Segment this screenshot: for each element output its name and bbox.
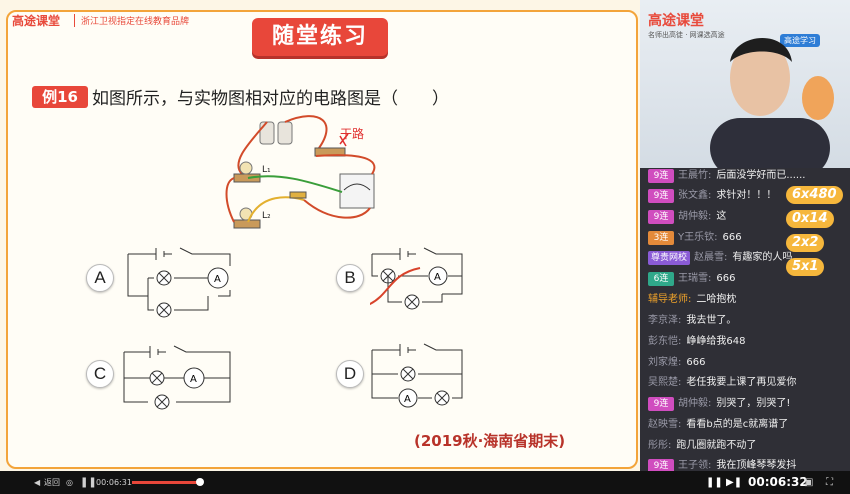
volume-icon[interactable]: ◎: [66, 478, 73, 487]
lesson-slide: 高途课堂 浙江卫视指定在线教育品牌 随堂练习 例16 如图所示，与实物图相对应的…: [0, 0, 640, 471]
chat-text: 我去世了。: [686, 315, 737, 326]
back-icon[interactable]: ◀: [34, 478, 41, 487]
physical-l2-label: L₂: [262, 211, 271, 221]
chat-text: 跑几圈就跑不动了: [676, 440, 757, 451]
option-b-marker[interactable]: B: [336, 264, 364, 292]
chat-message: 吴熙楚: 老任我要上课了再见爱你: [648, 375, 796, 391]
chat-user: 刘家煌:: [648, 357, 682, 368]
circuit-b: A: [370, 247, 463, 310]
chat-user: 张文鑫:: [678, 190, 712, 201]
brand-logo: 高途课堂: [12, 14, 61, 28]
level-badge: 3连: [648, 231, 674, 245]
chat-text: 老任我要上课了再见爱你: [686, 377, 797, 388]
chat-user: 彭东恺:: [648, 336, 682, 347]
level-badge: 9连: [648, 210, 674, 224]
chat-user: 王晨竹:: [678, 170, 712, 181]
chat-user: 辅导老师:: [648, 294, 692, 305]
video-brand-subtitle: 名师出高徒 · 网课选高途: [648, 31, 725, 39]
chat-text: 求针对！！！: [716, 190, 777, 201]
current-time: 00:06:31: [96, 478, 132, 487]
chat-message: 刘家煌: 666: [648, 355, 705, 371]
chat-text: 别哭了，别哭了!: [716, 398, 791, 409]
brand-subtitle: 浙江卫视指定在线教育品牌: [74, 14, 189, 27]
combo-badge: 0x14: [786, 210, 834, 228]
question-text: 如图所示，与实物图相对应的电路图是（ ）: [92, 89, 449, 109]
chat-user: 彤彤:: [648, 440, 672, 451]
chat-user: 赵映雪:: [648, 419, 682, 430]
chat-text: 二哈抱枕: [696, 294, 737, 305]
combo-badge: 6x480: [786, 186, 843, 204]
live-sidebar: 高途课堂 名师出高徒 · 网课选高途 高途学习 9连王晨竹:后面没学好而已...…: [640, 0, 850, 474]
combo-badge: 2x2: [786, 234, 825, 252]
chat-user: Y王乐钦:: [678, 232, 718, 243]
combo-badge: 5x1: [786, 258, 825, 276]
option-c-marker[interactable]: C: [86, 360, 114, 388]
example-tag: 例16: [32, 86, 88, 108]
level-badge: 9连: [648, 459, 674, 473]
slide-frame: [6, 10, 638, 469]
chat-message: 彭东恺: 峥峥给我648: [648, 334, 745, 350]
chat-message: 9连王晨竹: 后面没学好而已......: [648, 168, 805, 184]
chat-text: 我在顶峰琴琴发抖: [716, 460, 797, 471]
level-badge: 9连: [648, 397, 674, 411]
chat-user: 李京泽:: [648, 315, 682, 326]
chat-message: 赵映雪: 看看b点的是c就离谱了: [648, 417, 788, 433]
chat-text: 这: [716, 211, 727, 222]
chat-text: 666: [722, 232, 742, 243]
option-d-marker[interactable]: D: [336, 360, 364, 388]
chat-user: 胡仲毅:: [678, 398, 712, 409]
chat-user: 吴熙楚:: [648, 377, 682, 388]
fullscreen-icon[interactable]: ⛶: [826, 477, 833, 488]
chat-text: 有趣家的人吗: [732, 252, 793, 263]
slide-title: 随堂练习: [252, 18, 388, 56]
chat-text: 666: [686, 357, 706, 368]
chat-user: 王子领:: [678, 460, 712, 471]
chat-message: 9连胡仲毅: 别哭了，别哭了!: [648, 396, 790, 412]
circuit-a: A: [127, 247, 231, 318]
chat-message: 6连王瑞雪: 666: [648, 271, 735, 287]
progress-handle[interactable]: [196, 478, 204, 486]
chat-text: 666: [716, 273, 736, 284]
back-button[interactable]: 返回: [44, 478, 60, 487]
question-source: (2019秋·海南省期末): [414, 432, 566, 450]
level-badge: 6连: [648, 272, 674, 286]
chat-text: 看看b点的是c就离谱了: [686, 419, 789, 430]
option-a-marker[interactable]: A: [86, 264, 114, 292]
pause-icon[interactable]: ❚❚: [80, 477, 97, 488]
chat-message: 9连胡仲毅: 这: [648, 209, 726, 225]
circuit-c: A: [123, 345, 231, 410]
chat-message: 9连王子领: 我在顶峰琴琴发抖: [648, 458, 796, 474]
level-badge: 9连: [648, 169, 674, 183]
chat-user: 王瑞雪:: [678, 273, 712, 284]
circuit-d: A: [371, 343, 463, 408]
playback-time: 00:06:32: [748, 475, 808, 489]
chat-message: 9连张文鑫: 求针对！！！: [648, 188, 776, 204]
screenshot-icon[interactable]: ▣: [804, 477, 814, 488]
ammeter-d: A: [404, 394, 411, 405]
chat-message: 彤彤: 跑几圈就跑不动了: [648, 438, 756, 454]
chat-text: 后面没学好而已......: [716, 170, 806, 181]
chat-user: 赵晨雪:: [694, 252, 728, 263]
video-brand: 高途课堂: [648, 13, 704, 29]
chat-message: 3连 Y王乐钦: 666: [648, 230, 742, 246]
physical-circuit-image: 干路 L₁ L₂: [225, 115, 376, 229]
chat-message: 李京泽: 我去世了。: [648, 313, 736, 329]
level-badge: 9连: [648, 189, 674, 203]
ammeter-a: A: [214, 274, 221, 285]
right-pause-icon[interactable]: ❚❚: [706, 477, 723, 488]
teacher-video: 高途课堂 名师出高徒 · 网课选高途 高途学习: [640, 0, 850, 168]
chat-user: 胡仲毅:: [678, 211, 712, 222]
chat-message: 辅导老师: 二哈抱枕: [648, 292, 736, 308]
chat-text: 峥峥给我648: [686, 336, 746, 347]
level-badge: 尊贵网校: [648, 251, 691, 265]
teacher-figure: [710, 37, 834, 168]
physical-l1-label: L₁: [262, 165, 271, 175]
player-controls: ◀ 返回 ◎ ❚❚ 00:06:31 ❚❚ ▶❚ 00:06:32 ▣ ⛶: [0, 471, 850, 494]
ammeter-c: A: [190, 374, 197, 385]
progress-bar[interactable]: [132, 481, 198, 484]
next-icon[interactable]: ▶❚: [726, 477, 743, 488]
video-badge: 高途学习: [780, 34, 820, 47]
ammeter-b: A: [434, 272, 441, 283]
chat-message: 尊贵网校赵晨雪: 有趣家的人吗: [648, 250, 792, 266]
